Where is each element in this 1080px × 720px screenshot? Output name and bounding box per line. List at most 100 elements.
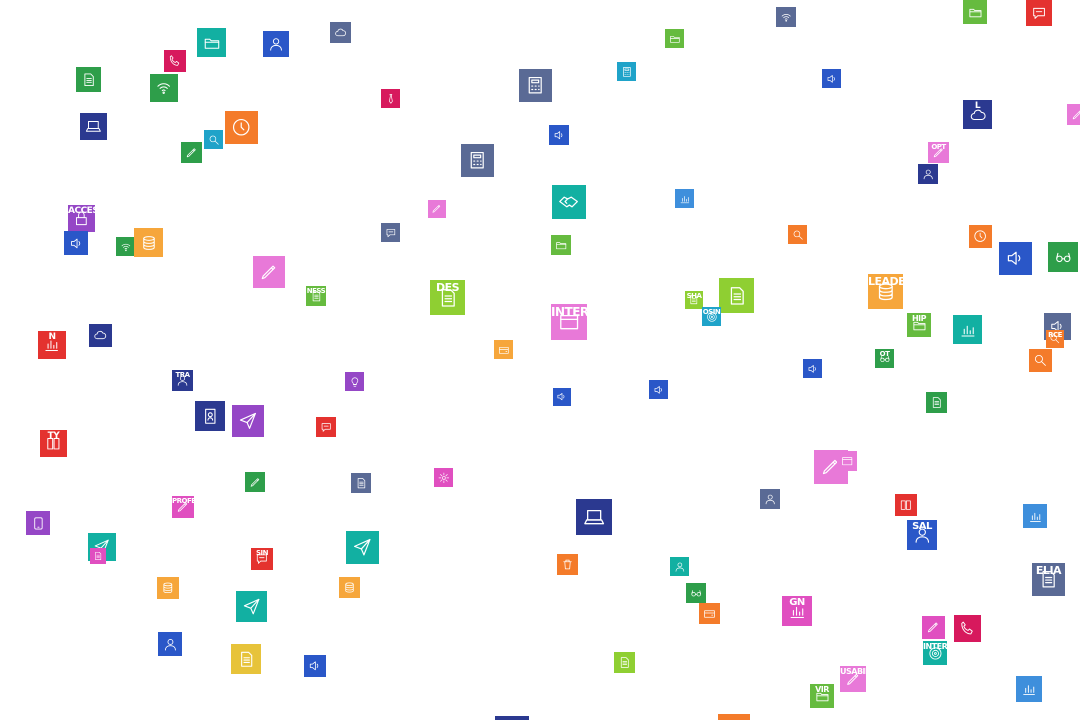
icon-tile	[551, 235, 571, 255]
icon-tile: ACCES	[68, 205, 95, 232]
icon-tile: OSIN	[702, 307, 721, 326]
icon-tile	[895, 494, 917, 516]
icon-tile	[236, 591, 267, 622]
tile-label: OT	[879, 350, 890, 358]
tile-label: SHA	[686, 292, 702, 300]
icon-tile	[134, 228, 163, 257]
tile-label: INTERA	[551, 305, 587, 319]
icon-tile	[665, 29, 684, 48]
tile-label: OSIN	[702, 308, 721, 316]
icon-tile	[64, 231, 88, 255]
icon-tile	[837, 451, 857, 471]
icon-tile	[428, 200, 446, 218]
icon-tile	[158, 632, 182, 656]
icon-tile	[304, 655, 326, 677]
icon-tile	[926, 392, 947, 413]
icon-tile	[381, 223, 400, 242]
icon-tile	[776, 7, 796, 27]
icon-tile	[719, 278, 754, 313]
icon-tile	[922, 616, 945, 639]
icon-tile	[999, 242, 1032, 275]
icon-tile	[788, 225, 807, 244]
icon-tile	[954, 615, 981, 642]
icon-tile	[549, 125, 569, 145]
icon-tile	[76, 67, 101, 92]
tile-label: L	[974, 101, 981, 111]
icon-tile	[614, 652, 635, 673]
icon-tile	[330, 22, 351, 43]
tile-label: DES	[435, 281, 460, 294]
icon-tile	[617, 62, 636, 81]
icon-tile	[26, 511, 50, 535]
tile-label: SIN	[255, 549, 269, 557]
icon-tile: DES	[430, 280, 465, 315]
tile-label: TY	[47, 431, 60, 441]
icon-tile	[553, 388, 571, 406]
icon-tile	[116, 237, 135, 256]
icon-tile	[686, 583, 706, 603]
icon-tile	[1023, 504, 1047, 528]
icon-tile: N	[38, 331, 66, 359]
tile-label: GN	[789, 597, 805, 608]
tile-label: OPT	[931, 143, 946, 151]
icon-tile	[576, 499, 612, 535]
icon-tile	[670, 557, 689, 576]
icon-tile: SHA	[685, 291, 703, 309]
icon-tile	[1048, 242, 1078, 272]
icon-tile: L	[963, 100, 992, 129]
tile-label: NESS	[306, 287, 326, 295]
icon-tile: TY	[40, 430, 67, 457]
icon-tile: VIR	[810, 684, 834, 708]
icon-tile: SAL	[907, 520, 937, 550]
icon-tile	[232, 405, 264, 437]
icon-tile: LEADE	[868, 274, 903, 309]
icon-tile	[225, 111, 258, 144]
icon-tile	[495, 716, 529, 720]
icon-tile: NESS	[306, 286, 326, 306]
icon-tile: HIP	[907, 313, 931, 337]
icon-tile: INTERA	[551, 304, 587, 340]
icon-tile	[699, 603, 720, 624]
icon-tile	[552, 185, 586, 219]
icon-tile: GN	[782, 596, 812, 626]
icon-tile	[80, 113, 107, 140]
tile-label: HIP	[911, 314, 927, 323]
icon-tile	[557, 554, 578, 575]
icon-tile	[346, 531, 379, 564]
icon-tile	[434, 468, 453, 487]
tile-label: RCE	[1048, 331, 1062, 339]
icon-tile	[197, 28, 226, 57]
tile-label: USABILITY	[840, 667, 866, 676]
tile-label: TRA	[175, 371, 190, 379]
icon-tile	[969, 225, 992, 248]
icon-tile	[1016, 676, 1042, 702]
icon-tile	[245, 472, 265, 492]
tile-label: SAL	[912, 521, 932, 532]
tile-label: ACCES	[68, 206, 95, 216]
icon-tile	[1029, 349, 1052, 372]
icon-tile	[89, 324, 112, 347]
icon-tile: RCE	[1046, 330, 1064, 348]
tile-label: ELIA	[1035, 564, 1062, 577]
icon-tile	[822, 69, 841, 88]
icon-tile: SIN	[251, 548, 273, 570]
icon-tile	[195, 401, 225, 431]
tile-label: VIR	[815, 685, 829, 694]
icon-tile	[675, 189, 694, 208]
icon-tile	[345, 372, 364, 391]
icon-tile	[253, 256, 285, 288]
icon-tile	[150, 74, 178, 102]
icon-tile	[263, 31, 289, 57]
icon-tile	[494, 340, 513, 359]
icon-tile	[381, 89, 400, 108]
icon-tile	[1067, 104, 1080, 125]
icon-tile: OPT	[928, 142, 949, 163]
icon-tile: OT	[875, 349, 894, 368]
icon-tile	[760, 489, 780, 509]
icon-tile	[164, 50, 186, 72]
icon-tile	[351, 473, 371, 493]
icon-tile	[316, 417, 336, 437]
icon-tile	[953, 315, 982, 344]
